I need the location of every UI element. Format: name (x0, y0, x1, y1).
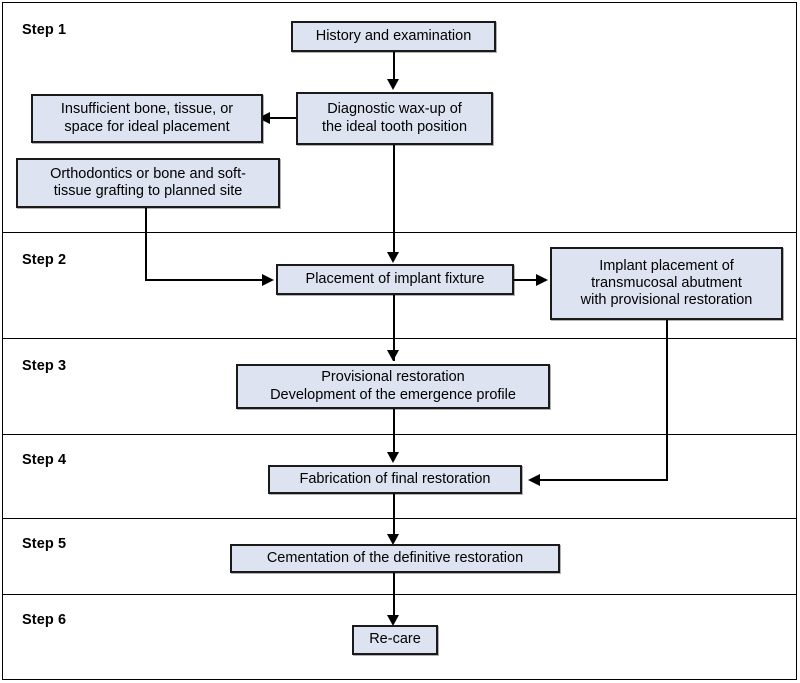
node-fabrication-label: Fabrication of final restoration (299, 470, 491, 487)
node-transmucosal-label-line1: Implant placement of (599, 257, 734, 274)
step-label-2: Step 2 (22, 252, 67, 268)
node-re-care[interactable]: Re-care (352, 625, 438, 655)
arrowhead-history-to-waxup (387, 79, 399, 90)
connector-transmucosal-down (666, 320, 668, 481)
node-transmucosal-label-line3: with provisional restoration (580, 292, 753, 309)
node-grafting-label-line1: Orthodontics or bone and soft- (50, 165, 246, 182)
step-divider-5-6 (2, 594, 797, 595)
node-cementation-label: Cementation of the definitive restoratio… (266, 549, 524, 566)
node-transmucosal-abutment[interactable]: Implant placement of transmucosal abutme… (550, 247, 783, 320)
connector-cementation-to-recare (393, 573, 395, 621)
node-fabrication-final-restoration[interactable]: Fabrication of final restoration (268, 465, 522, 494)
connector-waxup-to-fixture (393, 145, 395, 255)
node-fixture-label: Placement of implant fixture (305, 270, 485, 287)
node-placement-implant-fixture[interactable]: Placement of implant fixture (276, 264, 514, 295)
connector-grafting-to-fixture (145, 279, 265, 281)
connector-provisional-to-fabrication (393, 409, 395, 457)
node-orthodontics-grafting[interactable]: Orthodontics or bone and soft- tissue gr… (16, 158, 280, 208)
node-history-and-examination[interactable]: History and examination (291, 21, 496, 52)
connector-fixture-to-transmucosal (514, 279, 538, 281)
arrowhead-fabrication-to-cementation (387, 534, 399, 545)
node-provisional-label-line2: Development of the emergence profile (270, 386, 516, 403)
node-cementation-definitive-restoration[interactable]: Cementation of the definitive restoratio… (230, 544, 560, 573)
node-provisional-label-line1: Provisional restoration (321, 369, 465, 386)
node-provisional-restoration[interactable]: Provisional restoration Development of t… (236, 364, 550, 409)
step-label-4: Step 4 (22, 452, 67, 468)
arrowhead-fixture-to-provisional (387, 350, 399, 361)
node-insufficient-bone[interactable]: Insufficient bone, tissue, or space for … (31, 94, 263, 143)
node-waxup-label-line2: the ideal tooth position (321, 118, 468, 135)
step-label-6: Step 6 (22, 612, 67, 628)
node-history-label: History and examination (315, 27, 472, 44)
step-divider-4-5 (2, 518, 797, 519)
node-insufficient-label-line1: Insufficient bone, tissue, or (60, 101, 234, 118)
node-diagnostic-wax-up[interactable]: Diagnostic wax-up of the ideal tooth pos… (296, 92, 493, 145)
arrowhead-waxup-to-fixture (387, 252, 399, 263)
step-divider-2-3 (2, 338, 797, 339)
arrowhead-grafting-to-fixture (262, 274, 274, 286)
arrowhead-cementation-to-recare (387, 615, 399, 626)
step-label-5: Step 5 (22, 536, 67, 552)
connector-waxup-to-insufficient (262, 117, 298, 119)
node-transmucosal-label-line2: transmucosal abutment (591, 274, 742, 291)
step-label-3: Step 3 (22, 358, 67, 374)
connector-fixture-to-provisional (393, 295, 395, 361)
node-recare-label: Re-care (369, 631, 421, 648)
node-insufficient-label-line2: space for ideal placement (64, 118, 230, 135)
node-grafting-label-line2: tissue grafting to planned site (53, 183, 243, 199)
arrowhead-transmucosal-to-fabrication (528, 474, 540, 486)
arrowhead-provisional-to-fabrication (387, 452, 399, 463)
connector-grafting-down (145, 207, 147, 281)
step-divider-1-2 (2, 232, 797, 233)
arrowhead-fixture-to-transmucosal (536, 274, 548, 286)
step-label-1: Step 1 (22, 22, 67, 38)
connector-fabrication-to-cementation (393, 494, 395, 540)
connector-transmucosal-to-fabrication (540, 479, 668, 481)
connector-history-to-waxup (393, 51, 395, 81)
step-divider-3-4 (2, 434, 797, 435)
node-waxup-label-line1: Diagnostic wax-up of (327, 101, 462, 118)
